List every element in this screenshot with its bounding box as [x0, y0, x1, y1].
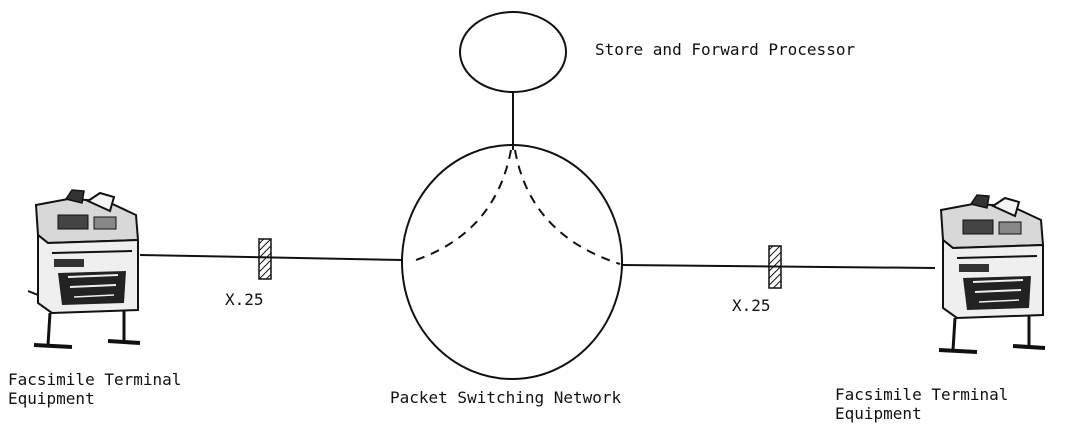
packet-network-label: Packet Switching Network	[390, 388, 622, 407]
packet-switching-network-node	[401, 144, 623, 380]
right-terminal-label: Facsimile Terminal Equipment	[835, 385, 1008, 423]
virtual-path-left	[409, 149, 512, 263]
right-terminal-label-line2: Equipment	[835, 404, 922, 423]
left-terminal-label: Facsimile Terminal Equipment	[8, 370, 181, 408]
x25-interface-left-marker	[258, 238, 272, 280]
store-forward-processor-node	[459, 11, 567, 93]
facsimile-machine-icon	[27, 189, 141, 349]
left-terminal-label-line2: Equipment	[8, 389, 95, 408]
virtual-path-right	[514, 149, 621, 265]
store-forward-label: Store and Forward Processor	[595, 40, 856, 59]
right-terminal-label-line1: Facsimile Terminal	[835, 385, 1009, 404]
x25-interface-right-marker	[768, 245, 782, 289]
facsimile-machine-icon	[938, 194, 1046, 354]
x25-label-left: X.25	[225, 290, 264, 309]
left-terminal-label-line1: Facsimile Terminal	[8, 370, 182, 389]
x25-label-right: X.25	[732, 296, 771, 315]
